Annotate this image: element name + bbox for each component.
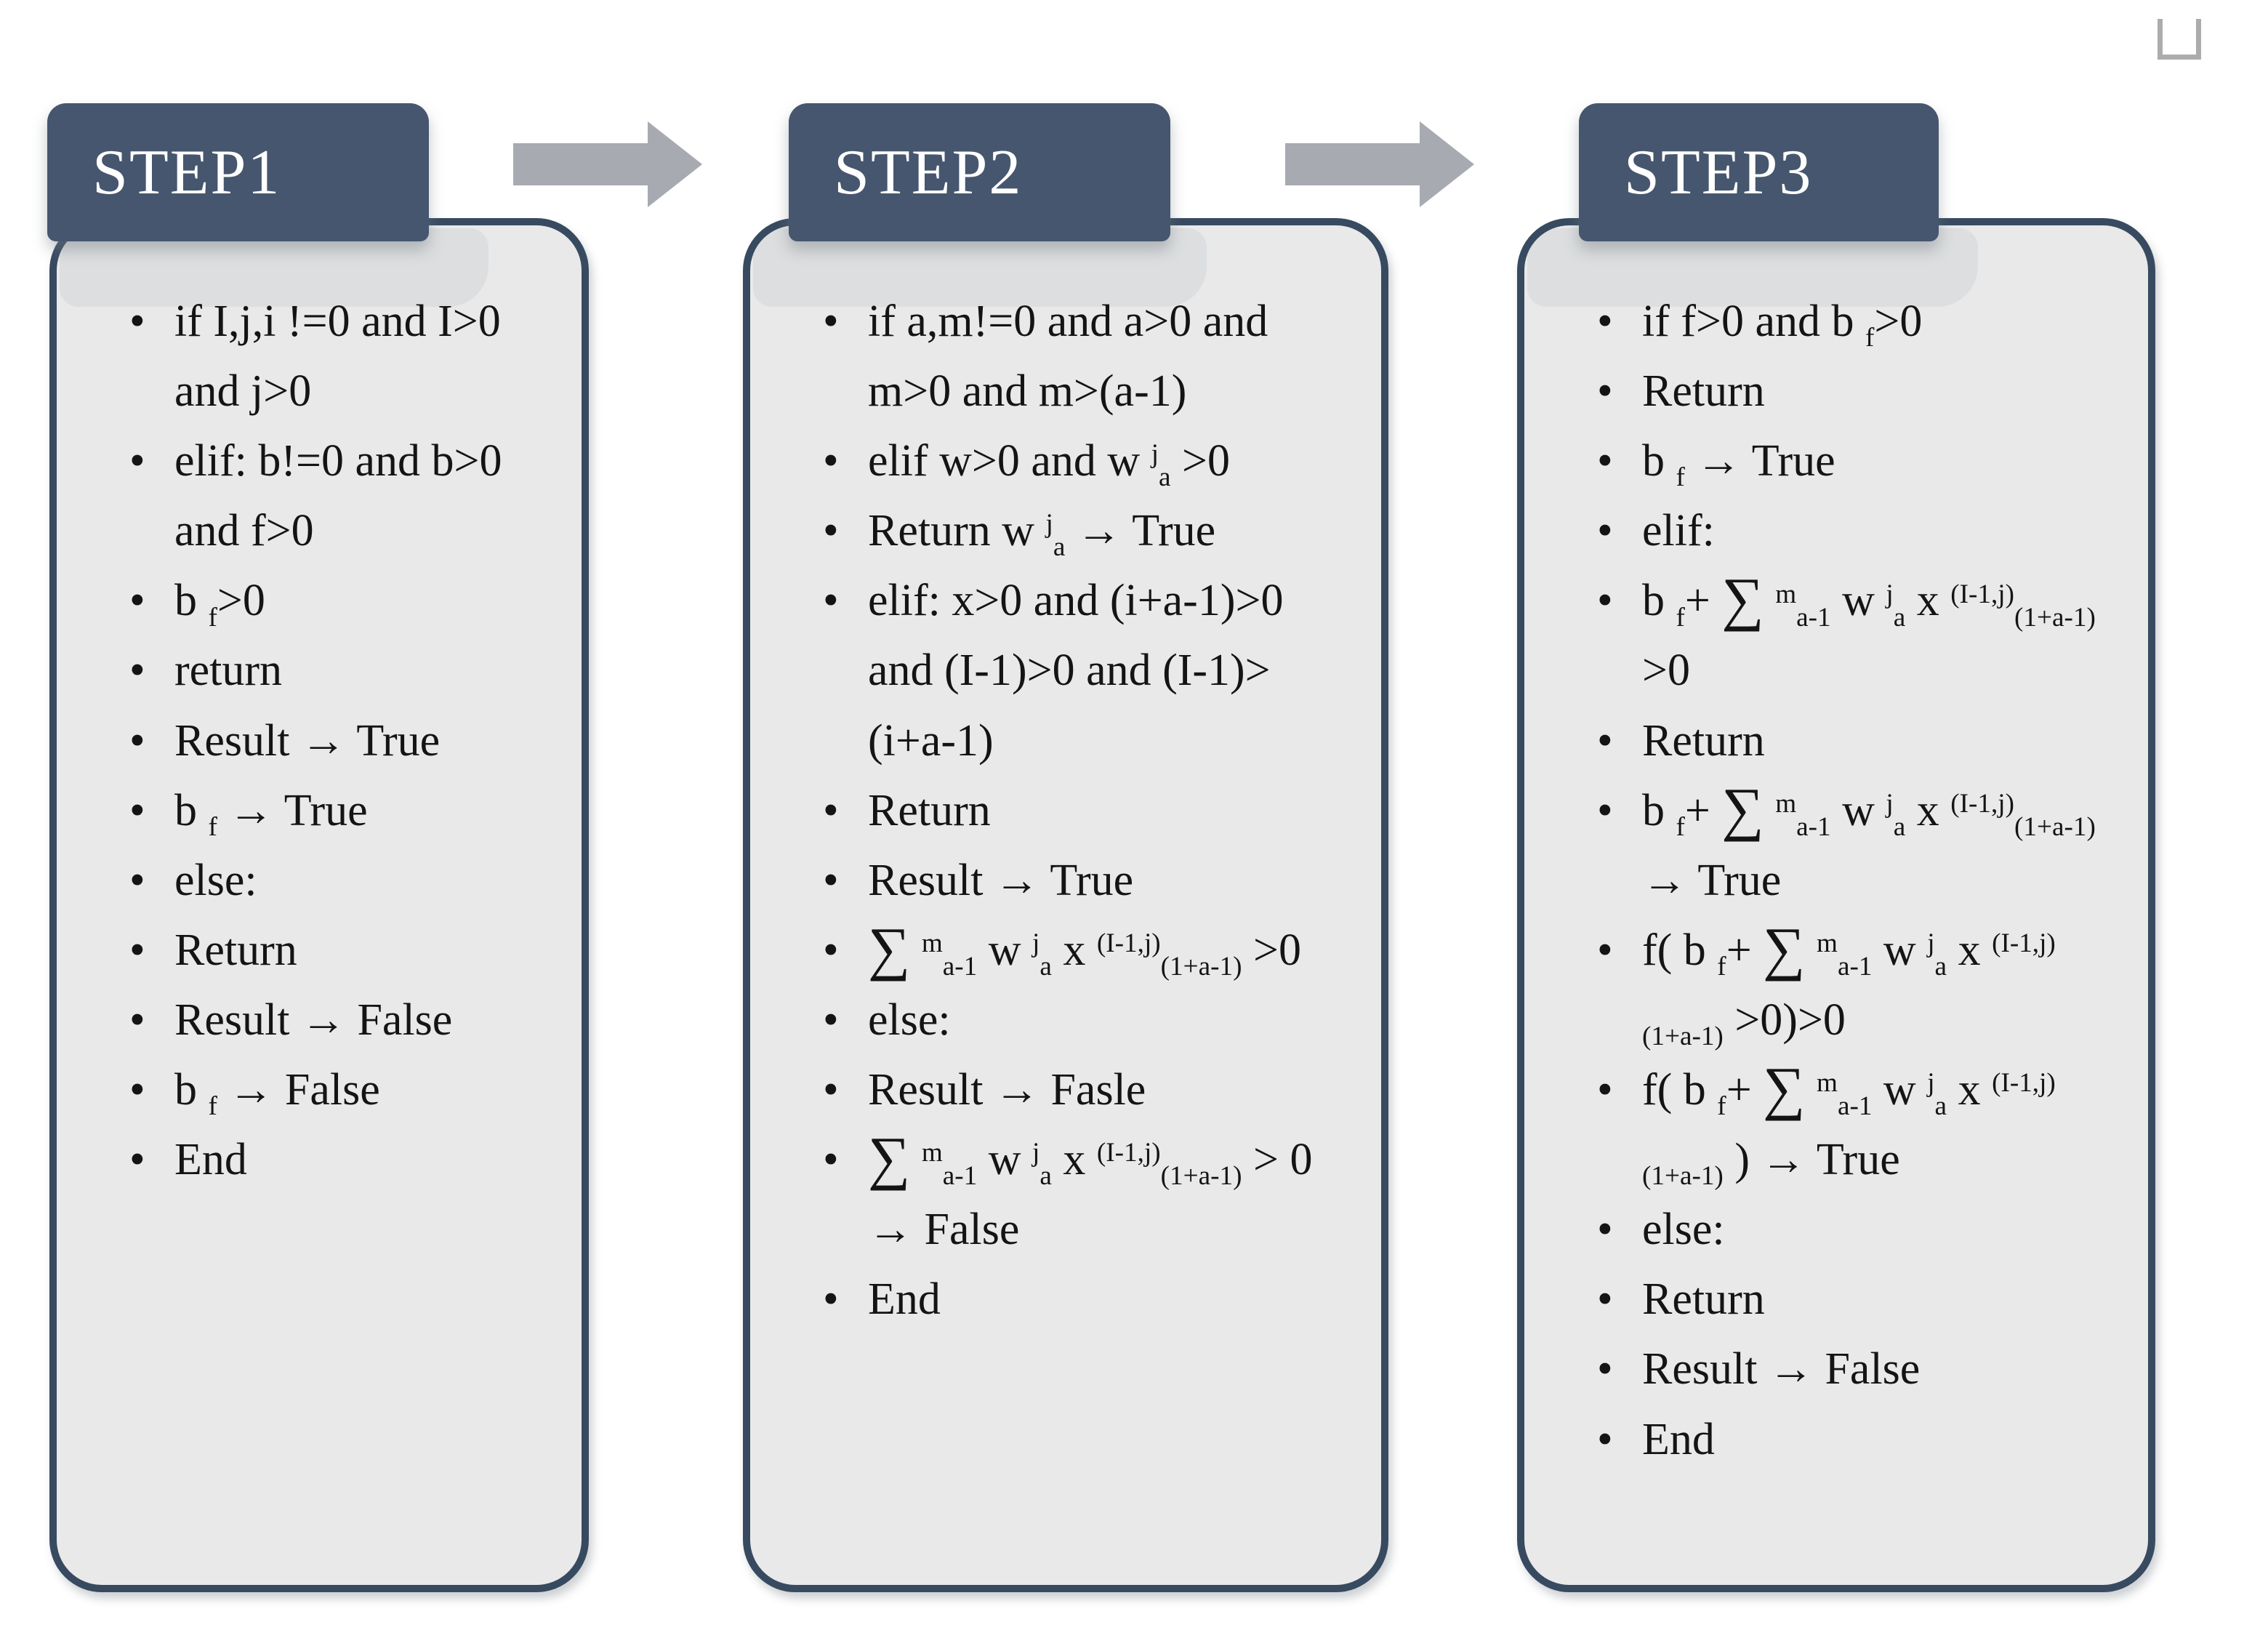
step2-title: STEP2 [834, 137, 1023, 208]
bullet-item: Result → True [823, 846, 1333, 915]
bullet-item: else: [823, 985, 1333, 1055]
bullet-item: Return [1597, 356, 2100, 426]
step1-bullet-list: if I,j,i !=0 and I>0 and j>0elif: b!=0 a… [57, 225, 582, 1195]
bullet-item: elif: b!=0 and b>0 and f>0 [129, 426, 534, 566]
bullet-item: b f>0 [129, 566, 534, 635]
arrow-step2-to-step3-icon [1285, 121, 1474, 207]
step3-title: STEP3 [1624, 137, 1813, 208]
arrow-step1-to-step2-icon [513, 121, 702, 207]
bullet-item: elif: x>0 and (i+a-1)>0 and (I-1)>0 and … [823, 566, 1333, 775]
bullet-item: ∑ ma-1 w ja x (I-1,j)(1+a-1) > 0 → False [823, 1125, 1333, 1264]
crop-mark-icon [2158, 19, 2201, 60]
bullet-item: Return w ja → True [823, 496, 1333, 566]
bullet-item: Result → False [129, 985, 534, 1055]
bullet-item: End [1597, 1405, 2100, 1474]
bullet-item: Result → False [1597, 1334, 2100, 1404]
step1-header-tab: STEP1 [47, 103, 429, 241]
bullet-item: b f → True [129, 776, 534, 846]
step1-card: STEP1 if I,j,i !=0 and I>0 and j>0elif: … [47, 103, 774, 1630]
bullet-item: b f+ ∑ ma-1 w ja x (I-1,j)(1+a-1) >0 [1597, 566, 2100, 705]
bullet-item: if I,j,i !=0 and I>0 and j>0 [129, 286, 534, 426]
step3-bullet-list: if f>0 and b f>0Returnb f → Trueelif:b f… [1524, 225, 2148, 1474]
step3-card: STEP3 if f>0 and b f>0Returnb f → Trueel… [1517, 103, 2244, 1630]
bullet-item: b f+ ∑ ma-1 w ja x (I-1,j)(1+a-1) → True [1597, 776, 2100, 915]
bullet-item: Return [823, 776, 1333, 846]
bullet-item: if a,m!=0 and a>0 and m>0 and m>(a-1) [823, 286, 1333, 426]
bullet-item: if f>0 and b f>0 [1597, 286, 2100, 356]
bullet-item: Return [129, 915, 534, 985]
step3-header-tab: STEP3 [1579, 103, 1939, 241]
bullet-item: Return [1597, 706, 2100, 776]
bullet-item: Return [1597, 1264, 2100, 1334]
bullet-item: ∑ ma-1 w ja x (I-1,j)(1+a-1) >0 [823, 915, 1333, 985]
bullet-item: else: [1597, 1195, 2100, 1264]
bullet-item: End [129, 1125, 534, 1195]
bullet-item: else: [129, 846, 534, 915]
bullet-item: b f → True [1597, 426, 2100, 496]
step2-card: STEP2 if a,m!=0 and a>0 and m>0 and m>(a… [743, 103, 1470, 1630]
bullet-item: Result → True [129, 706, 534, 776]
step2-header-tab: STEP2 [789, 103, 1170, 241]
step2-bullet-list: if a,m!=0 and a>0 and m>0 and m>(a-1)eli… [750, 225, 1381, 1335]
step3-body: if f>0 and b f>0Returnb f → Trueelif:b f… [1517, 218, 2155, 1592]
bullet-item: b f → False [129, 1055, 534, 1125]
bullet-item: elif w>0 and w ja >0 [823, 426, 1333, 496]
bullet-item: f( b f+ ∑ ma-1 w ja x (I-1,j)(1+a-1) ) →… [1597, 1055, 2100, 1195]
bullet-item: Result → Fasle [823, 1055, 1333, 1125]
bullet-item: return [129, 635, 534, 705]
bullet-item: f( b f+ ∑ ma-1 w ja x (I-1,j)(1+a-1) >0)… [1597, 915, 2100, 1055]
step1-body: if I,j,i !=0 and I>0 and j>0elif: b!=0 a… [49, 218, 589, 1592]
step2-body: if a,m!=0 and a>0 and m>0 and m>(a-1)eli… [743, 218, 1388, 1592]
bullet-item: End [823, 1264, 1333, 1334]
bullet-item: elif: [1597, 496, 2100, 566]
step1-title: STEP1 [92, 137, 281, 208]
